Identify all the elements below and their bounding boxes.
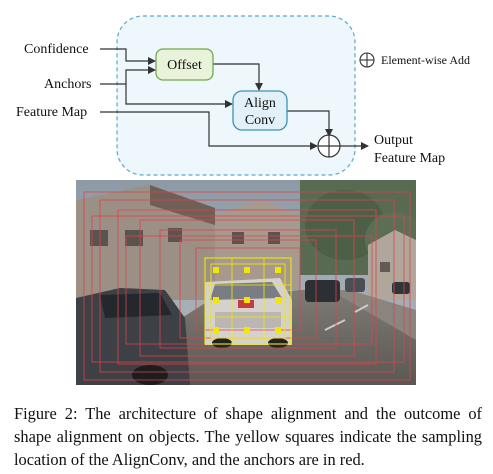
sampling-point xyxy=(244,267,250,273)
feature-map-arrow xyxy=(100,111,318,150)
element-wise-add-icon xyxy=(317,134,341,158)
legend-label: Element-wise Add xyxy=(381,53,470,67)
figure-caption: Figure 2: The architecture of shape alig… xyxy=(14,402,482,471)
anchors-label: Anchors xyxy=(44,77,91,92)
anchors-arrow xyxy=(100,66,156,85)
offset-block xyxy=(155,48,214,81)
offset-label: Offset xyxy=(167,58,202,73)
align-conv-block xyxy=(232,90,288,131)
output-label-line1: Output xyxy=(374,133,413,148)
sampling-point xyxy=(213,327,219,333)
confidence-arrow xyxy=(100,48,156,65)
output-label-line2: Feature Map xyxy=(374,151,445,166)
sampling-point xyxy=(275,267,281,273)
anchor-boxes xyxy=(83,191,411,381)
align-conv-label-line1: Align xyxy=(244,96,276,111)
legend: Element-wise Add xyxy=(359,52,470,68)
sampling-point xyxy=(213,297,219,303)
caption-text: The architecture of shape alignment and … xyxy=(14,404,482,469)
street-scene-photo xyxy=(76,180,416,385)
sampling-point xyxy=(213,267,219,273)
figure-number: Figure 2: xyxy=(14,404,78,423)
legend-add-icon xyxy=(359,52,375,68)
align-to-add-arrow xyxy=(286,110,333,137)
sampling-point xyxy=(244,297,250,303)
sampling-point xyxy=(275,297,281,303)
sampling-point xyxy=(244,327,250,333)
offset-to-align-arrow xyxy=(213,63,263,91)
connectors xyxy=(100,48,369,150)
shape-alignment-diagram: Confidence Anchors Feature Map Offset Al… xyxy=(16,15,470,176)
align-conv-label-line2: Conv xyxy=(245,113,275,128)
align-conv-sampling-grid xyxy=(204,257,292,345)
sampling-point xyxy=(275,327,281,333)
feature-map-label: Feature Map xyxy=(16,105,87,120)
anchors-to-align-arrow xyxy=(125,84,233,108)
confidence-label: Confidence xyxy=(24,42,89,57)
